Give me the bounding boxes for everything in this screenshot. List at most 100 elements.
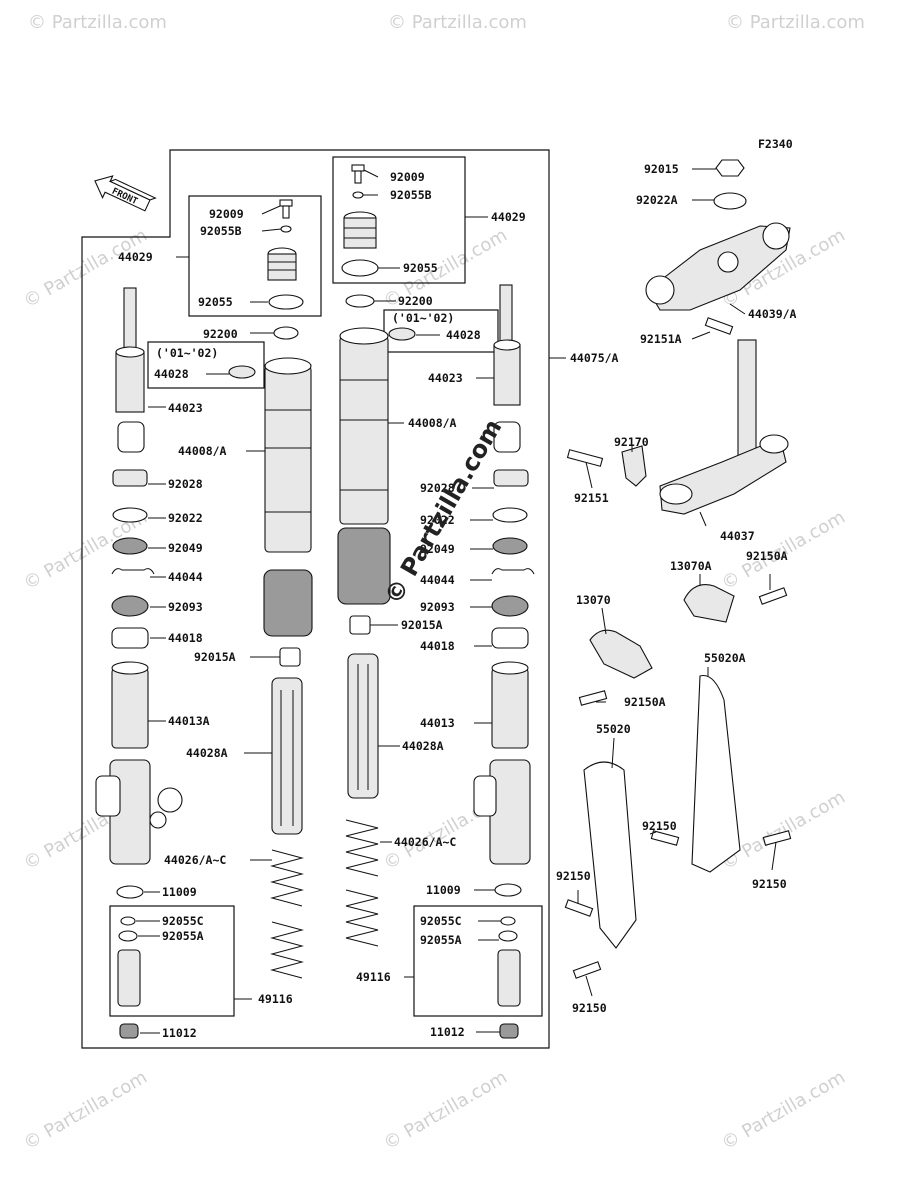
inner-tube-top [115, 351, 145, 413]
seal-kit-box-left [147, 341, 265, 389]
spring-left-lower [270, 921, 304, 979]
part-label: 92093 [168, 600, 203, 614]
cap-assembly-box-left [188, 195, 322, 317]
part-label: 44013A [168, 714, 210, 728]
slide-bushing [111, 627, 149, 649]
outer-tube-bottom-right [337, 527, 391, 605]
part-label: 44028 [446, 328, 481, 342]
part-label: 92028 [420, 481, 455, 495]
base-valve-left [117, 949, 141, 1007]
part-label: 92049 [420, 542, 455, 556]
right-leg-parts [337, 164, 535, 1039]
part-label: 13070A [670, 559, 712, 573]
watermark: © Partzilla.com [20, 1067, 151, 1155]
part-label: 44018 [168, 631, 203, 645]
watermark: © Partzilla.com [388, 12, 527, 33]
spring-left-upper [270, 849, 304, 907]
part-label: 11012 [430, 1025, 465, 1039]
spring-right-lower [345, 889, 379, 947]
clamp-bolt [704, 317, 734, 335]
part-label: 44029 [118, 250, 153, 264]
part-label: 92150A [746, 549, 788, 563]
outer-tube-lower [111, 667, 149, 749]
stem-washer [713, 192, 747, 210]
part-label: 44023 [168, 401, 203, 415]
fork-cap-body [267, 253, 297, 281]
part-labels: 92009 92055B 44029 92055 92200 ('01~'02)… [118, 162, 797, 1040]
part-label: 92055A [162, 929, 204, 943]
part-label: 92200 [398, 294, 433, 308]
small-o-ring [280, 225, 292, 233]
part-label: 44075/A [570, 351, 619, 365]
part-label: 44028A [402, 739, 444, 753]
bushing [117, 421, 145, 453]
retaining-clip [111, 568, 155, 575]
hose-clamp-a [683, 584, 735, 623]
part-label: 92055C [162, 914, 204, 928]
dust-seal-small [228, 365, 256, 379]
pinch-bolt [566, 449, 604, 467]
part-label: 92055B [200, 224, 242, 238]
part-label: 44044 [420, 573, 455, 587]
hose-clamp [589, 629, 653, 679]
triple-clamp-parts [566, 159, 791, 706]
part-label: 92150A [624, 695, 666, 709]
part-label: 44028A [186, 746, 228, 760]
part-label: 92150 [752, 877, 787, 891]
part-label: 44013 [420, 716, 455, 730]
part-label: 44026/A~C [164, 853, 226, 867]
watermark: © Partzilla.com [718, 1067, 849, 1155]
part-label: 44023 [428, 371, 463, 385]
part-label: 92049 [168, 541, 203, 555]
watermark: © Partzilla.com [726, 12, 865, 33]
part-label: 44029 [491, 210, 526, 224]
part-label: 11009 [426, 883, 461, 897]
part-label: ('01~'02) [392, 311, 454, 325]
large-o-ring [268, 294, 304, 310]
part-label: 92200 [203, 327, 238, 341]
part-label: 92150 [642, 819, 677, 833]
part-label: 55020 [596, 722, 631, 736]
part-label: 92028 [168, 477, 203, 491]
damper-rod [123, 287, 137, 349]
cap-bolt-shank [282, 205, 290, 219]
left-leg-parts [95, 199, 313, 1039]
part-label: 44037 [720, 529, 755, 543]
washer [273, 326, 299, 340]
leader-lines [136, 168, 777, 1034]
bottom-bolt-left [119, 1023, 139, 1039]
part-label: 44039/A [748, 307, 797, 321]
cartridge-right [347, 653, 379, 799]
part-label: 92022 [420, 513, 455, 527]
stem-nut [715, 159, 745, 177]
valve-box-left [109, 905, 235, 1017]
outer-tube-right [339, 335, 389, 525]
oil-seal [112, 537, 148, 555]
part-label: 92015A [194, 650, 236, 664]
part-label: 92055 [198, 295, 233, 309]
part-label: 44008/A [178, 444, 227, 458]
part-label: 92015 [644, 162, 679, 176]
outer-tube-bottom-left [263, 569, 313, 637]
brake-hose-bracket [621, 445, 647, 487]
washer-11009 [116, 885, 144, 899]
part-label: 92015A [401, 618, 443, 632]
part-label: 92055C [420, 914, 462, 928]
washer-ring [112, 507, 148, 523]
part-label: 92009 [209, 207, 244, 221]
fork-assembly-outline [81, 149, 550, 1049]
part-label: 44018 [420, 639, 455, 653]
part-label: 44026/A~C [394, 835, 456, 849]
part-label: 44008/A [408, 416, 457, 430]
outer-tube-left [264, 365, 312, 553]
part-label: 49116 [356, 970, 391, 984]
guide-bushing [112, 469, 148, 487]
part-label: ('01~'02) [156, 346, 218, 360]
watermark: © Partzilla.com [28, 12, 167, 33]
valve-box-right [413, 905, 543, 1017]
part-label: 92055B [390, 188, 432, 202]
part-label: 49116 [258, 992, 293, 1006]
part-label: 92150 [572, 1001, 607, 1015]
dust-seal [111, 595, 149, 617]
